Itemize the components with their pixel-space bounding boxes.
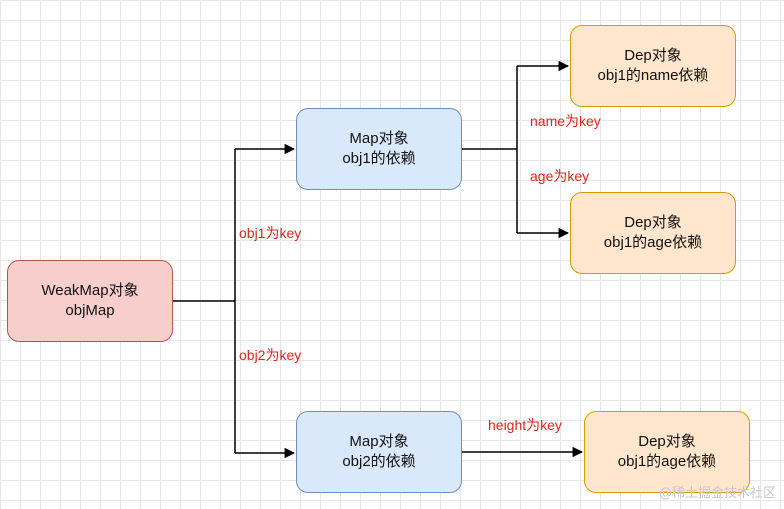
map-obj2-title: Map对象: [349, 433, 409, 450]
edge-label-height-key: height为key: [488, 417, 562, 433]
edge-label-name-key: name为key: [530, 113, 601, 129]
map-obj1-subtitle: obj1的依赖: [342, 150, 416, 167]
weakmap-node-subtitle: objMap: [65, 302, 115, 319]
dep-age-title: Dep对象: [624, 214, 682, 231]
map-obj2-node: Map对象 obj2的依赖: [296, 411, 462, 493]
dep-height-title: Dep对象: [638, 433, 696, 450]
dep-name-node: Dep对象 obj1的name依赖: [570, 25, 736, 107]
dep-height-node: Dep对象 obj1的age依赖: [584, 411, 750, 493]
edge-label-obj1-key: obj1为key: [239, 225, 302, 241]
dep-name-title: Dep对象: [624, 47, 682, 64]
dep-age-node: Dep对象 obj1的age依赖: [570, 192, 736, 274]
weakmap-node-title: WeakMap对象: [41, 282, 139, 299]
edge-label-age-key: age为key: [530, 168, 590, 184]
map-obj1-title: Map对象: [349, 130, 409, 147]
dep-age-subtitle: obj1的age依赖: [603, 234, 703, 251]
watermark-text: @稀土掘金技术社区: [658, 486, 776, 501]
weakmap-node: WeakMap对象 objMap: [7, 260, 173, 342]
map-obj1-node: Map对象 obj1的依赖: [296, 108, 462, 190]
dep-height-subtitle: obj1的age依赖: [617, 453, 717, 470]
dep-name-subtitle: obj1的name依赖: [597, 67, 709, 84]
map-obj2-subtitle: obj2的依赖: [342, 453, 416, 470]
edge-label-obj2-key: obj2为key: [239, 347, 302, 363]
